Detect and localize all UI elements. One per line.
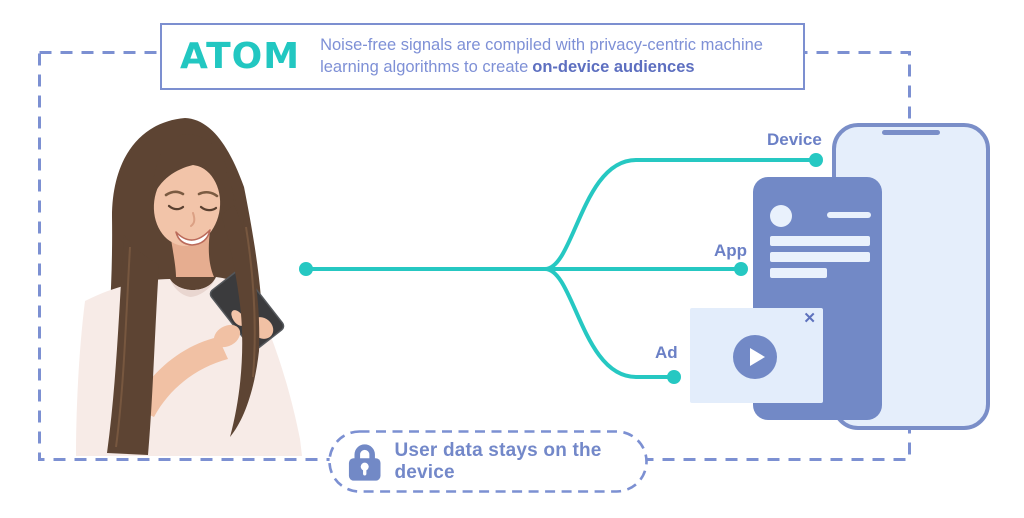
description-regular: Noise-free signals are compiled with pri… bbox=[320, 36, 763, 76]
device-label: Device bbox=[767, 130, 822, 149]
close-icon[interactable]: ✕ bbox=[803, 310, 816, 327]
lock-icon bbox=[348, 443, 381, 481]
header-description: Noise-free signals are compiled with pri… bbox=[320, 35, 789, 78]
woman-using-phone bbox=[76, 118, 302, 456]
device-dot bbox=[809, 153, 823, 167]
ad-dot bbox=[667, 370, 681, 384]
phone-speaker bbox=[882, 130, 940, 135]
app-content-line bbox=[770, 268, 827, 278]
description-bold: on-device audiences bbox=[532, 57, 695, 76]
ad-label: Ad bbox=[655, 343, 678, 362]
app-label: App bbox=[714, 241, 748, 260]
play-button[interactable] bbox=[733, 335, 777, 379]
app-title-bar bbox=[827, 212, 871, 218]
play-icon bbox=[749, 348, 765, 366]
video-ad-popup: ✕ bbox=[690, 308, 823, 403]
app-dot bbox=[734, 262, 748, 276]
source-dot bbox=[299, 262, 313, 276]
header: ATOM Noise-free signals are compiled wit… bbox=[160, 23, 805, 90]
privacy-badge: User data stays on the device bbox=[328, 430, 648, 493]
app-content-line bbox=[770, 252, 870, 262]
avatar bbox=[770, 205, 792, 227]
badge-dashed-pill bbox=[328, 430, 648, 493]
badge-text: User data stays on the device bbox=[394, 439, 602, 483]
brand-logo: ATOM bbox=[180, 35, 301, 77]
app-content-line bbox=[770, 236, 870, 246]
